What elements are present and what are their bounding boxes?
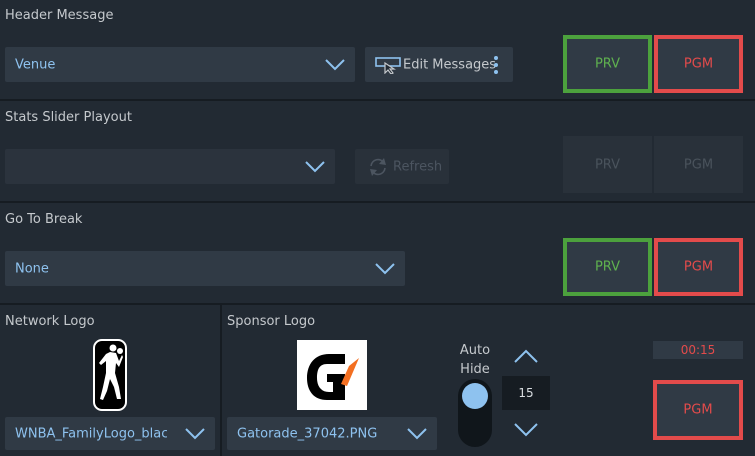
go-to-break-prv-button[interactable]: PRV: [563, 238, 652, 296]
stats-slider-title: Stats Slider Playout: [5, 110, 132, 125]
go-to-break-dropdown-value: None: [15, 261, 49, 276]
sponsor-logo-title: Sponsor Logo: [227, 314, 316, 329]
header-message-pgm-button[interactable]: PGM: [654, 35, 743, 93]
refresh-button[interactable]: Refresh: [355, 149, 449, 184]
chevron-down-icon: [375, 262, 395, 274]
chevron-down-icon: [325, 58, 345, 70]
pgm-label: PGM: [683, 402, 713, 418]
sponsor-logo-dropdown-value: Gatorade_37042.PNG: [237, 426, 378, 441]
prv-label: PRV: [594, 259, 621, 275]
hide-duration-value[interactable]: 15: [502, 376, 550, 410]
prv-label: PRV: [594, 56, 621, 72]
pgm-label: PGM: [683, 157, 714, 172]
vertical-divider: [220, 305, 222, 456]
header-message-section: Header Message Venue Edit Messages PRV P…: [0, 0, 755, 99]
network-logo-dropdown[interactable]: WNBA_FamilyLogo_black: [5, 417, 215, 450]
stats-slider-prv-button[interactable]: PRV: [563, 136, 652, 193]
stats-slider-pgm-button[interactable]: PGM: [654, 136, 743, 193]
kebab-menu-icon[interactable]: [493, 54, 499, 76]
auto-hide-label: Auto Hide: [459, 343, 491, 377]
header-message-title: Header Message: [5, 8, 114, 23]
chevron-down-icon[interactable]: [514, 423, 538, 437]
refresh-label: Refresh: [393, 159, 443, 174]
edit-messages-button[interactable]: Edit Messages: [365, 47, 513, 82]
sponsor-logo-pgm-button[interactable]: PGM: [653, 380, 743, 440]
countdown-timer: 00:15: [653, 341, 743, 359]
gatorade-logo-icon: [297, 340, 367, 410]
prv-label: PRV: [594, 157, 621, 172]
go-to-break-title: Go To Break: [5, 212, 83, 227]
pgm-label: PGM: [683, 259, 714, 275]
edit-pointer-icon: [375, 57, 401, 74]
edit-messages-label: Edit Messages: [403, 57, 497, 72]
header-message-prv-button[interactable]: PRV: [563, 35, 652, 93]
network-logo-title: Network Logo: [5, 314, 95, 329]
stats-slider-section: Stats Slider Playout Refresh PRV PGM: [0, 101, 755, 201]
divider: [0, 99, 755, 101]
sponsor-logo-dropdown[interactable]: Gatorade_37042.PNG: [227, 417, 437, 450]
header-message-dropdown-value: Venue: [15, 57, 56, 72]
refresh-icon: [370, 158, 386, 176]
chevron-down-icon: [185, 427, 205, 439]
auto-hide-toggle-knob: [462, 383, 488, 409]
chevron-up-icon[interactable]: [514, 349, 538, 363]
auto-hide-toggle[interactable]: [458, 379, 492, 447]
pgm-label: PGM: [683, 56, 714, 72]
go-to-break-pgm-button[interactable]: PGM: [654, 238, 743, 296]
chevron-down-icon: [407, 427, 427, 439]
stats-slider-dropdown[interactable]: [5, 149, 335, 184]
wnba-logo-icon: [93, 339, 127, 411]
network-logo-dropdown-value: WNBA_FamilyLogo_black: [15, 426, 167, 441]
divider: [0, 303, 755, 305]
chevron-down-icon: [305, 160, 325, 172]
logos-section: Network Logo WNBA_FamilyLogo_black Spons…: [0, 305, 755, 456]
go-to-break-dropdown[interactable]: None: [5, 251, 405, 286]
go-to-break-section: Go To Break None PRV PGM: [0, 203, 755, 303]
divider: [0, 201, 755, 203]
header-message-dropdown[interactable]: Venue: [5, 47, 355, 82]
